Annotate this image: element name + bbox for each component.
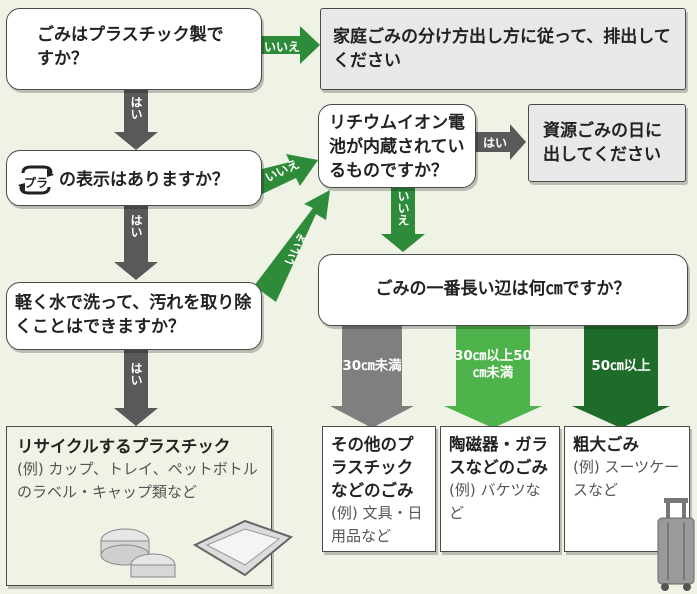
edge-label-q1-yes-text: はい bbox=[129, 96, 143, 120]
arrow-q3-yes bbox=[474, 124, 526, 160]
arrow-q4-yes bbox=[114, 348, 158, 426]
arrow-q2-no bbox=[258, 154, 318, 196]
question-battery-text: リチウムイオン電池が内蔵されているものですか？ bbox=[329, 113, 465, 181]
question-mark-text: の表示はありますか？ bbox=[59, 170, 229, 190]
suitcase-icon bbox=[657, 498, 695, 591]
result-ceramic: 陶磁器・ガラスなどのごみ (例) バケツなど bbox=[440, 426, 560, 552]
result-other-title: その他のプラスチックなどのごみ bbox=[331, 435, 414, 500]
edge-label-q3-yes: はい bbox=[482, 136, 507, 150]
result-ceramic-body: 陶磁器・ガラスなどのごみ (例) バケツなど bbox=[441, 427, 559, 525]
end-household: 家庭ごみの分け方出し方に従って、排出してください bbox=[320, 8, 686, 90]
edge-label-q2-yes: はい bbox=[126, 214, 146, 242]
result-bulky-example: (例) スーツケースなど bbox=[573, 458, 680, 499]
pla-recycle-icon: プラ bbox=[17, 165, 55, 195]
question-battery: リチウムイオン電池が内蔵されているものですか？ bbox=[318, 104, 476, 188]
result-other-body: その他のプラスチックなどのごみ (例) 文具・日用品など bbox=[323, 427, 435, 548]
edge-label-q2-yes-text: はい bbox=[129, 214, 143, 238]
caps-and-tray-illustration bbox=[100, 519, 294, 578]
question-washable: 軽く水で洗って、汚れを取り除くことはできますか？ bbox=[6, 282, 262, 350]
question-mark: プラ の表示はありますか？ bbox=[6, 150, 262, 206]
edge-label-q1-no: いいえ bbox=[263, 40, 300, 54]
edge-label-q3-no-text: いいえ bbox=[396, 190, 410, 226]
pla-mark-text: プラ bbox=[24, 176, 49, 190]
edge-label-q1-yes: はい bbox=[126, 96, 146, 124]
size-small-label: 30㎝未満 bbox=[342, 358, 402, 374]
result-bulky-title: 粗大ごみ bbox=[573, 435, 639, 454]
question-mark-row: プラ の表示はありますか？ bbox=[7, 151, 261, 195]
result-ceramic-example: (例) バケツなど bbox=[449, 481, 541, 522]
arrow-size-large bbox=[572, 326, 670, 428]
result-recycle-title: リサイクルするプラスチック bbox=[17, 437, 231, 456]
question-plastic: ごみはプラスチック製ですか？ bbox=[6, 8, 262, 90]
end-resource: 資源ごみの日に出してください bbox=[528, 104, 686, 182]
arrow-q2-yes bbox=[114, 204, 158, 280]
size-mid-label: 30㎝以上50㎝未満 bbox=[453, 348, 533, 381]
arrow-q1-no bbox=[258, 26, 320, 64]
edge-label-q4-yes-text: はい bbox=[129, 362, 143, 386]
question-plastic-text: ごみはプラスチック製ですか？ bbox=[37, 25, 224, 69]
arrow-q3-no bbox=[381, 186, 425, 252]
question-size-text: ごみの一番長い辺は何㎝ですか？ bbox=[375, 279, 631, 299]
arrow-size-small bbox=[330, 326, 414, 428]
result-ceramic-title: 陶磁器・ガラスなどのごみ bbox=[449, 435, 548, 477]
result-recycle-body: リサイクルするプラスチック (例) カップ、トレイ、ペットボトルのラベル・キャッ… bbox=[7, 427, 271, 504]
result-recycle-example: (例) カップ、トレイ、ペットボトルのラベル・キャップ類など bbox=[17, 460, 258, 501]
size-large-label: 50㎝以上 bbox=[591, 358, 651, 374]
result-bulky-body: 粗大ごみ (例) スーツケースなど bbox=[565, 427, 689, 502]
result-other-example: (例) 文具・日用品など bbox=[331, 504, 423, 545]
end-household-text: 家庭ごみの分け方出し方に従って、排出してください bbox=[333, 27, 671, 71]
arrow-q1-yes bbox=[114, 88, 158, 150]
question-size: ごみの一番長い辺は何㎝ですか？ bbox=[318, 254, 688, 326]
pla-icon-svg bbox=[18, 165, 54, 195]
end-resource-text: 資源ごみの日に出してください bbox=[543, 121, 662, 165]
result-recycle: リサイクルするプラスチック (例) カップ、トレイ、ペットボトルのラベル・キャッ… bbox=[6, 426, 294, 586]
arrow-q4-no bbox=[254, 190, 330, 302]
arrow-size-mid bbox=[444, 326, 542, 428]
edge-label-q3-no: いいえ bbox=[393, 190, 413, 230]
question-washable-text: 軽く水で洗って、汚れを取り除くことはできますか？ bbox=[15, 293, 252, 337]
result-other: その他のプラスチックなどのごみ (例) 文具・日用品など bbox=[322, 426, 436, 552]
edge-label-q4-yes: はい bbox=[126, 362, 146, 390]
